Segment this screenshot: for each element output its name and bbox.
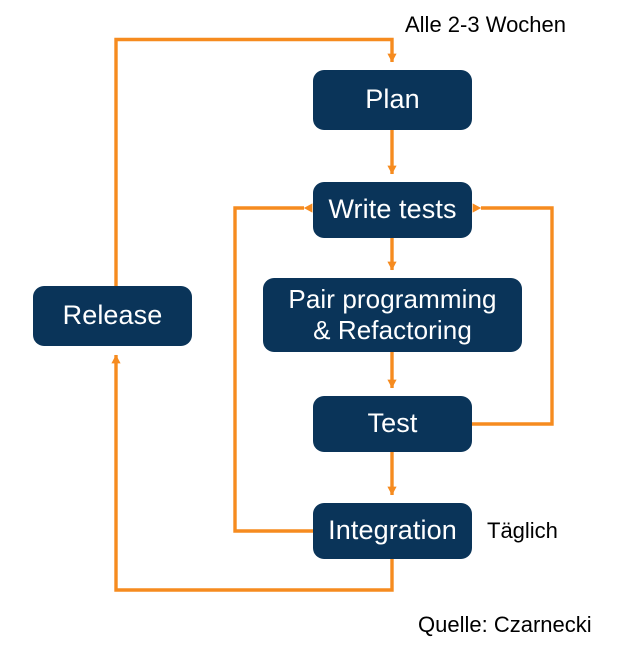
connector-integration-to-write-tests [233, 203, 313, 533]
node-test[interactable]: Test [313, 396, 472, 452]
caption-source-attribution: Quelle: Czarnecki [418, 612, 592, 637]
connector-release-to-plan [114, 37, 397, 286]
node-integration-label: Integration [328, 515, 457, 546]
node-release-label: Release [62, 300, 163, 331]
node-test-label: Test [367, 408, 418, 439]
node-plan[interactable]: Plan [313, 70, 472, 130]
node-pair-programming-refactoring[interactable]: Pair programming & Refactoring [263, 278, 522, 352]
node-release[interactable]: Release [33, 286, 192, 346]
node-plan-label: Plan [365, 84, 420, 115]
node-write-tests-label: Write tests [328, 194, 457, 225]
node-integration[interactable]: Integration [313, 503, 472, 559]
node-write-tests[interactable]: Write tests [313, 182, 472, 238]
connector-integration-to-release [111, 354, 394, 592]
node-pair-programming-label: Pair programming & Refactoring [288, 284, 497, 345]
caption-iteration-cadence: Alle 2-3 Wochen [405, 12, 567, 37]
connector-test-to-write-tests [472, 203, 554, 426]
caption-daily-cadence: Täglich [487, 518, 558, 543]
